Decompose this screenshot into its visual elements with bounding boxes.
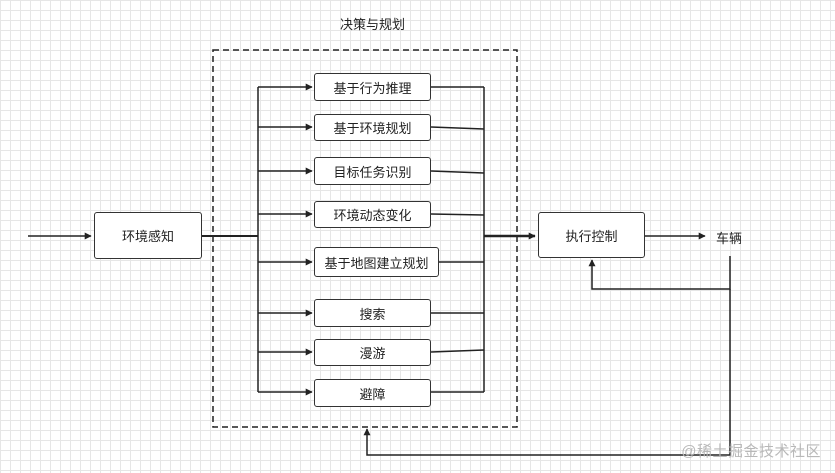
watermark: @稀土掘金技术社区 (681, 443, 821, 460)
feedback-to-decision-arrow (363, 289, 731, 456)
merge-line-roam (430, 349, 485, 353)
avoid-node: 避障 (314, 379, 431, 407)
map-planning-node: 基于地图建立规划 (314, 247, 439, 277)
decision-planning-group (212, 49, 518, 428)
target-recognition-node: 目标任务识别 (314, 157, 431, 185)
env-planning-node: 基于环境规划 (314, 114, 431, 141)
vehicle-label: 车辆 (716, 231, 743, 246)
feedback-to-control-arrow (588, 256, 731, 290)
behavior-reasoning-node: 基于行为推理 (314, 73, 431, 101)
merge-line-target (430, 170, 485, 174)
merge-line-env-change (430, 213, 485, 216)
group-title: 决策与规划 (340, 17, 406, 32)
search-node: 搜索 (314, 299, 431, 327)
roam-node: 漫游 (314, 339, 431, 366)
merge-line-env-planning (430, 126, 485, 130)
env-change-node: 环境动态变化 (314, 201, 431, 228)
control-node: 执行控制 (538, 212, 645, 258)
perception-node: 环境感知 (94, 212, 202, 259)
